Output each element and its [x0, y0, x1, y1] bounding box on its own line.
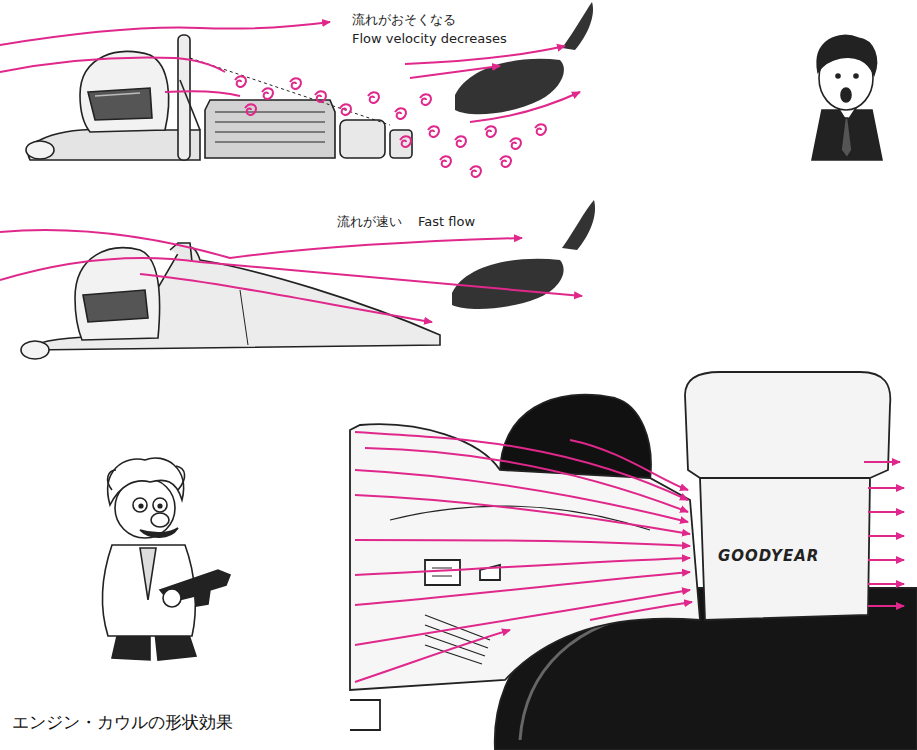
car-panel-2	[21, 243, 440, 359]
professor	[102, 458, 230, 660]
flow-note-en: Fast flow	[418, 214, 475, 230]
figure-caption: エンジン・カウルの形状効果	[12, 712, 233, 732]
turbulent-flow	[0, 22, 580, 177]
flow-note-en: Flow velocity decreases	[352, 31, 507, 47]
surprised-man	[812, 35, 882, 160]
rear-wing-1	[455, 2, 593, 114]
car-closeup	[350, 372, 917, 750]
car-panel-1	[26, 35, 412, 160]
closeup-flow	[355, 432, 904, 682]
flow-note-ja: 流れが速い	[337, 214, 402, 230]
flow-note-ja: 流れがおそくなる	[352, 12, 456, 28]
fast-flow	[0, 230, 582, 322]
tire-brand: GOODYEAR	[716, 547, 821, 565]
